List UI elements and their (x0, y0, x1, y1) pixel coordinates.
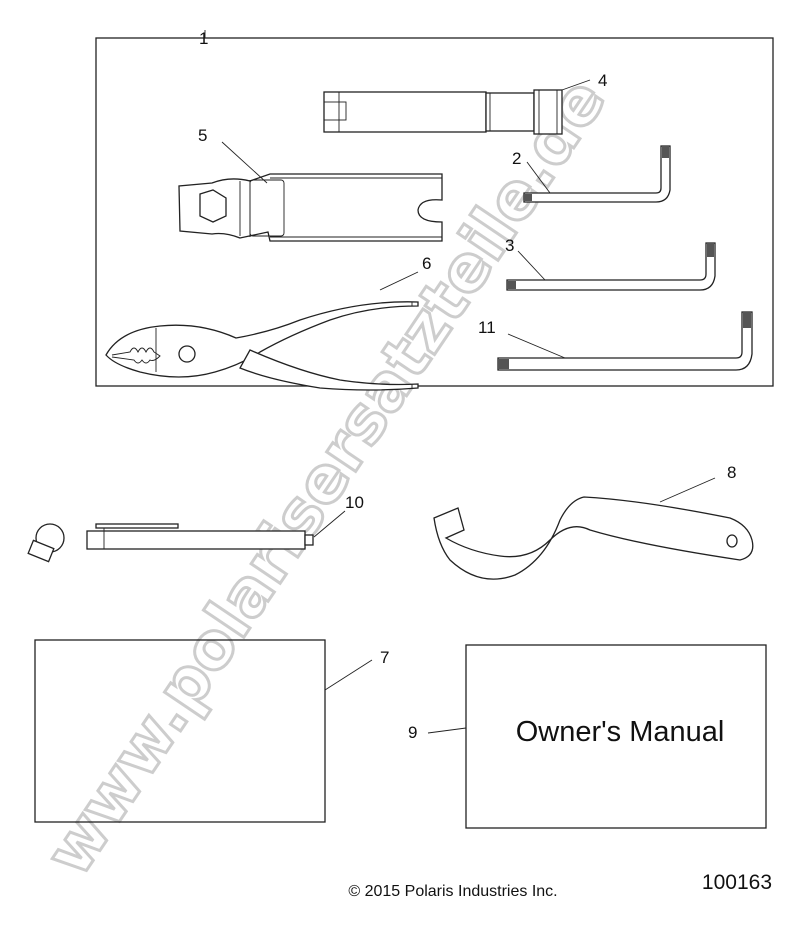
hex-key-medium: 3 (505, 236, 716, 291)
callout-11: 11 (478, 318, 496, 337)
callout-7: 7 (380, 648, 389, 667)
callout-10: 10 (345, 493, 364, 512)
kit-box (95, 37, 774, 387)
callout-8: 8 (727, 463, 736, 482)
pliers: 6 (105, 254, 431, 391)
callout-6: 6 (422, 254, 431, 273)
diagram-number: 100163 (702, 871, 772, 894)
callout-5: 5 (198, 126, 207, 145)
callout-4: 4 (598, 71, 607, 90)
manual-title: Owner's Manual (516, 716, 725, 748)
callout-2: 2 (512, 149, 521, 168)
hex-key-small: 2 (512, 145, 671, 203)
decal-sheet: 7 (34, 639, 389, 823)
callout-3: 3 (505, 236, 514, 255)
callout-1: 1 (199, 29, 208, 48)
spanner-wrench: 8 (433, 463, 754, 580)
spark-plug-wrench: 5 (178, 126, 443, 242)
tire-pressure-gauge: 10 (27, 493, 364, 563)
hex-key-large: 11 (478, 311, 753, 371)
tool-kit-group: 1 (95, 29, 774, 387)
callout-9: 9 (408, 723, 417, 742)
owners-manual: Owner's Manual 9 (408, 644, 767, 829)
socket-tool: 4 (323, 71, 607, 135)
copyright-text: © 2015 Polaris Industries Inc. (348, 883, 557, 900)
